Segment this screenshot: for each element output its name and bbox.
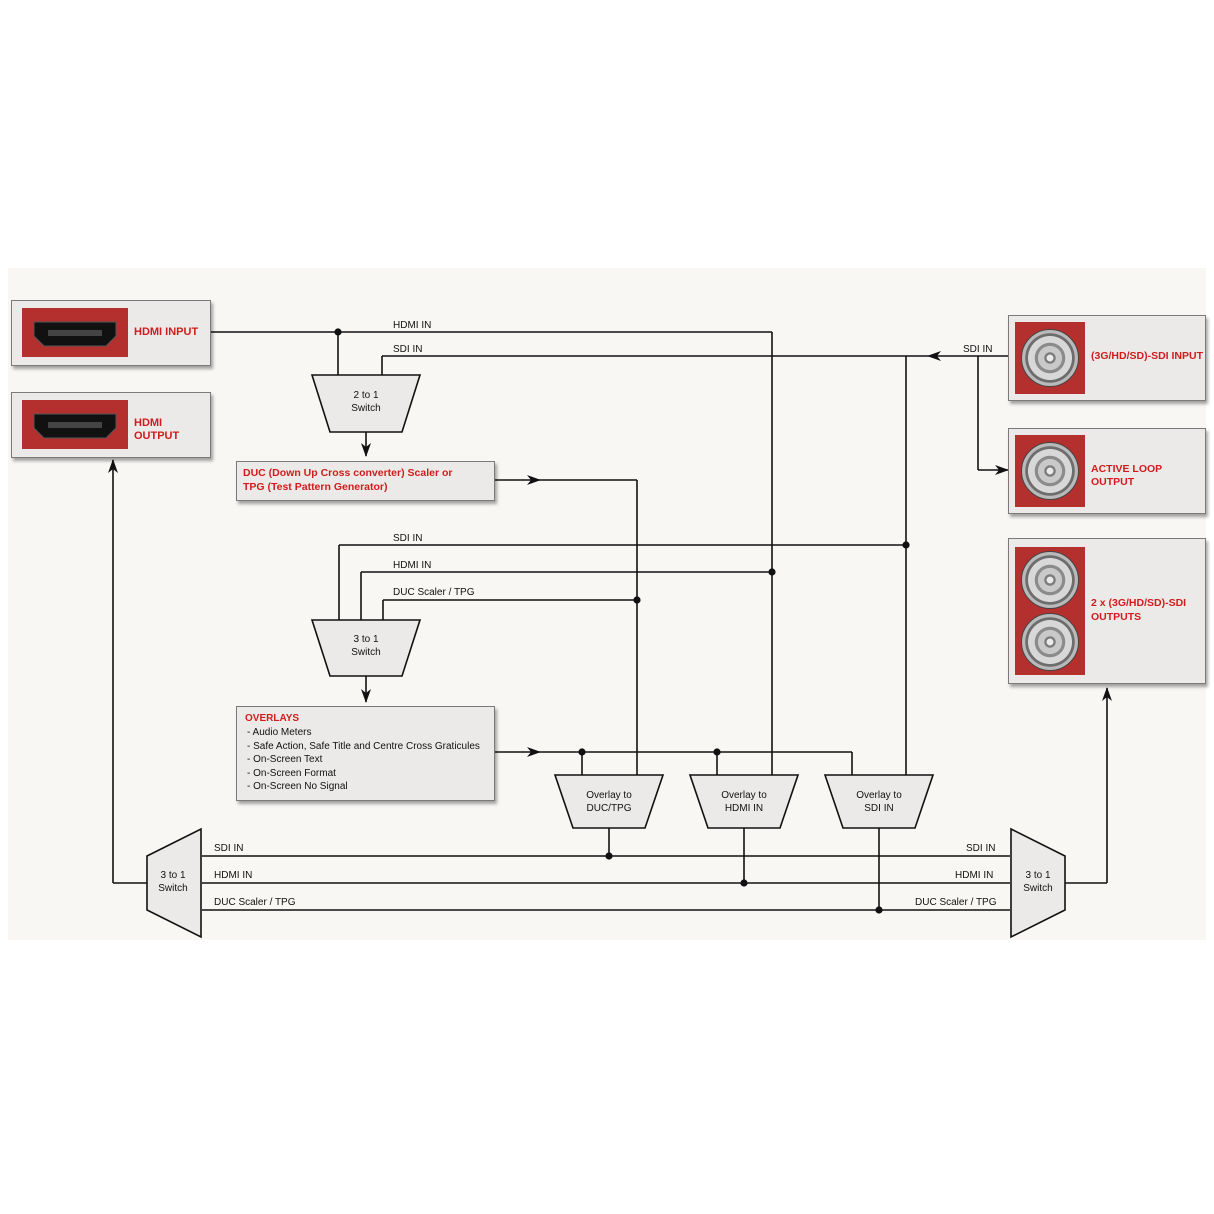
signal-label: HDMI IN — [955, 870, 994, 881]
switch-label: 3 to 1 — [160, 870, 186, 881]
signal-label: SDI IN — [963, 344, 993, 355]
overlays-list: - Audio Meters - Safe Action, Safe Title… — [247, 726, 480, 794]
hdmi-output-port — [22, 400, 128, 449]
switch-3to1-mid-shape — [310, 619, 422, 677]
bnc-connector-icon — [1021, 442, 1079, 500]
bnc-connector-icon — [1021, 329, 1079, 387]
switch-2to1-shape — [310, 374, 422, 433]
switch-3to1-mid: 3 to 1 Switch — [336, 633, 396, 659]
overlay-to-duc-switch: Overlay to DUC/TPG — [574, 789, 644, 815]
overlay-sdi-shape — [823, 774, 935, 829]
hdmi-input-block: HDMI INPUT — [11, 300, 211, 366]
sdi-input-label: (3G/HD/SD)-SDI INPUT — [1091, 350, 1204, 362]
active-loop-output-label: ACTIVE LOOP OUTPUT — [1091, 463, 1162, 488]
switch-3to1-left: 3 to 1 Switch — [146, 869, 200, 895]
overlay-item: - On-Screen No Signal — [247, 781, 348, 793]
switch-3to1-left-shape — [146, 827, 202, 939]
signal-label: SDI IN — [393, 533, 423, 544]
switch-label: HDMI IN — [724, 803, 764, 814]
duc-label-line1: DUC (Down Up Cross converter) Scaler or — [243, 467, 453, 479]
signal-label: DUC Scaler / TPG — [393, 587, 475, 598]
sdi-outputs-label-line1: 2 x (3G/HD/SD)-SDI — [1091, 597, 1187, 609]
overlay-item: - Safe Action, Safe Title and Centre Cro… — [247, 740, 480, 752]
sdi-outputs-port — [1015, 547, 1085, 675]
switch-3to1-right: 3 to 1 Switch — [1011, 869, 1065, 895]
hdmi-output-label: HDMI OUTPUT — [134, 417, 180, 442]
signal-label: SDI IN — [214, 843, 244, 854]
switch-label: Switch — [351, 403, 381, 414]
sdi-input-port — [1015, 322, 1085, 394]
switch-label: Switch — [158, 883, 188, 894]
sdi-outputs-block: 2 x (3G/HD/SD)-SDI OUTPUTS — [1008, 538, 1206, 684]
signal-label: SDI IN — [393, 344, 423, 355]
switch-label: Switch — [1023, 883, 1053, 894]
overlay-duc-shape — [553, 774, 665, 829]
overlays-block: OVERLAYS - Audio Meters - Safe Action, S… — [236, 706, 495, 801]
switch-label: Overlay to — [856, 790, 902, 801]
overlay-item: - On-Screen Text — [247, 754, 323, 766]
duc-label-line2: TPG (Test Pattern Generator) — [243, 481, 388, 493]
duc-tpg-block: DUC (Down Up Cross converter) Scaler or … — [236, 461, 495, 501]
hdmi-connector-icon — [33, 321, 117, 347]
loop-output-port — [1015, 435, 1085, 507]
hdmi-input-label: HDMI INPUT — [134, 326, 199, 338]
signal-label: HDMI IN — [393, 560, 432, 571]
signal-label: DUC Scaler / TPG — [915, 897, 997, 908]
bnc-connector-icon — [1021, 551, 1079, 609]
overlay-to-hdmi-switch: Overlay to HDMI IN — [709, 789, 779, 815]
overlay-item: - On-Screen Format — [247, 767, 336, 779]
switch-label: Overlay to — [721, 790, 767, 801]
signal-label: HDMI IN — [393, 320, 432, 331]
active-loop-output-block: ACTIVE LOOP OUTPUT — [1008, 428, 1206, 514]
sdi-outputs-label-line2: OUTPUTS — [1091, 611, 1142, 623]
bnc-connector-icon — [1021, 613, 1079, 671]
overlays-title: OVERLAYS — [245, 713, 300, 724]
switch-label: Overlay to — [586, 790, 632, 801]
switch-label: 2 to 1 — [353, 390, 379, 401]
switch-label: SDI IN — [864, 803, 894, 814]
overlay-to-sdi-switch: Overlay to SDI IN — [844, 789, 914, 815]
switch-label: DUC/TPG — [586, 803, 632, 814]
signal-label: DUC Scaler / TPG — [214, 897, 296, 908]
switch-label: Switch — [351, 647, 381, 658]
switch-3to1-right-shape — [1010, 827, 1066, 939]
hdmi-input-port — [22, 308, 128, 357]
signal-label: HDMI IN — [214, 870, 253, 881]
hdmi-connector-icon — [33, 413, 117, 439]
signal-label: SDI IN — [966, 843, 996, 854]
hdmi-output-block: HDMI OUTPUT — [11, 392, 211, 458]
switch-label: 3 to 1 — [353, 634, 379, 645]
switch-2to1: 2 to 1 Switch — [336, 389, 396, 415]
sdi-input-block: (3G/HD/SD)-SDI INPUT — [1008, 315, 1206, 401]
switch-label: 3 to 1 — [1025, 870, 1051, 881]
overlay-item: - Audio Meters — [247, 727, 312, 738]
overlay-hdmi-shape — [688, 774, 800, 829]
